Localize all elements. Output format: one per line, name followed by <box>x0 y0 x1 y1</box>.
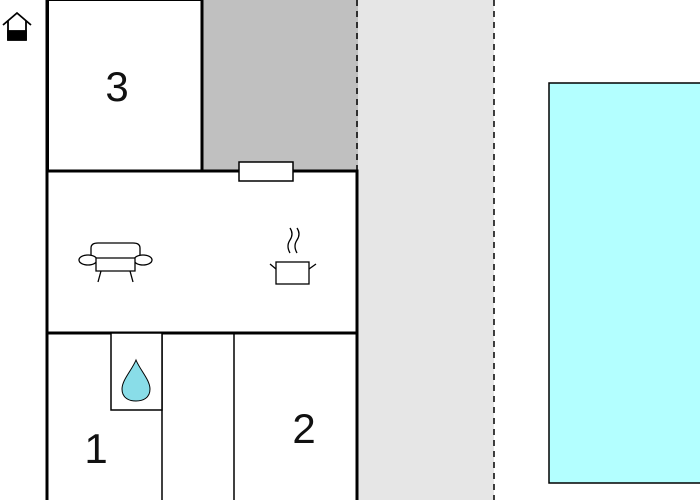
water-drop-icon <box>121 358 151 402</box>
sofa-icon <box>78 242 153 283</box>
room-3 <box>47 0 203 172</box>
wall-lower <box>45 333 359 500</box>
window <box>238 161 294 182</box>
cooking-pot-icon <box>269 227 317 285</box>
terrace-area <box>203 0 358 170</box>
room-3-label: 3 <box>105 63 128 110</box>
swimming-pool <box>548 82 700 484</box>
entrance-icon <box>2 11 32 41</box>
path-strip <box>358 0 494 500</box>
wall-main <box>45 169 359 335</box>
room-1-label: 1 <box>84 425 107 472</box>
room-2-label: 2 <box>292 405 315 452</box>
